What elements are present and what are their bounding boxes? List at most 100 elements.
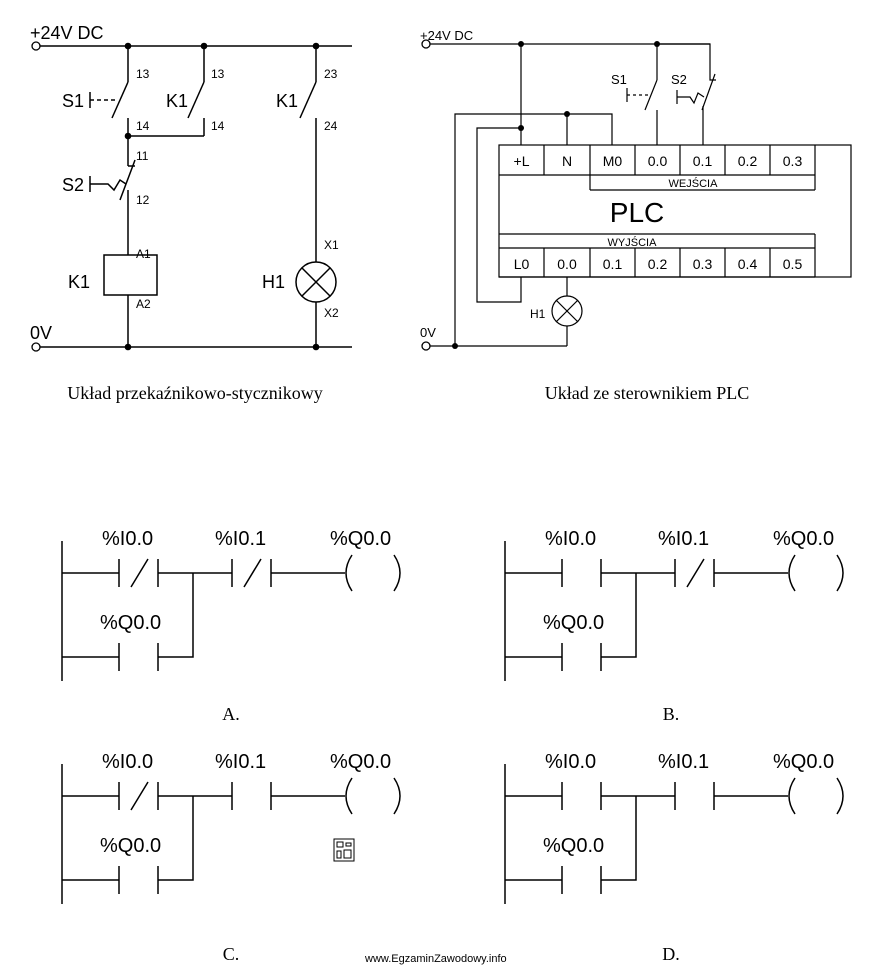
holding-contact xyxy=(118,643,159,671)
k1-lamp-contact xyxy=(299,81,317,119)
k1-coil xyxy=(103,254,158,296)
k1-coil-label: K1 xyxy=(68,272,90,292)
plc-output-terminal: L0 xyxy=(514,256,530,272)
plc-output-terminal: 0.5 xyxy=(783,256,803,272)
terminal-label: 13 xyxy=(211,67,225,81)
holding-contact xyxy=(561,866,602,894)
terminal-label: 11 xyxy=(136,149,149,163)
contact-2-label: %I0.1 xyxy=(658,751,709,773)
k1-holding-label: K1 xyxy=(166,91,188,111)
contact-2 xyxy=(674,782,715,810)
coil-label: %Q0.0 xyxy=(330,528,391,550)
h1-label: H1 xyxy=(262,272,285,292)
terminal-label: 12 xyxy=(136,193,150,207)
option-letter: D. xyxy=(662,944,680,964)
contact-2 xyxy=(674,558,715,588)
contact-1-label: %I0.0 xyxy=(545,751,596,773)
contact-2 xyxy=(231,558,272,588)
holding-label: %Q0.0 xyxy=(100,612,161,634)
terminal-label: 24 xyxy=(324,119,338,133)
contact-1-label: %I0.0 xyxy=(102,528,153,550)
holding-label: %Q0.0 xyxy=(100,835,161,857)
contact-1 xyxy=(118,558,159,588)
output-coil xyxy=(345,554,401,592)
plc-s1-label: S1 xyxy=(611,72,627,87)
s2-contact xyxy=(119,159,136,201)
output-coil xyxy=(788,554,844,592)
terminal-label: A2 xyxy=(136,297,151,311)
relay-ground-label: 0V xyxy=(30,323,52,343)
contact-2 xyxy=(231,782,272,810)
plc-input-terminal: 0.2 xyxy=(738,153,758,169)
option-letter: C. xyxy=(223,944,240,964)
ground-terminal xyxy=(31,342,41,352)
plc-h1-label: H1 xyxy=(530,307,546,321)
plc-output-terminal: 0.2 xyxy=(648,256,668,272)
plc-s2-label: S2 xyxy=(671,72,687,87)
plc-caption: Układ ze sterownikiem PLC xyxy=(545,383,749,403)
contact-1-label: %I0.0 xyxy=(102,751,153,773)
supply-terminal xyxy=(31,41,41,51)
k1-lamp-contact-label: K1 xyxy=(276,91,298,111)
coil-label: %Q0.0 xyxy=(330,751,391,773)
holding-label: %Q0.0 xyxy=(543,612,604,634)
coil-label: %Q0.0 xyxy=(773,528,834,550)
ladder-option: %I0.0 %I0.1 %Q0.0 %Q0.0C. xyxy=(61,751,401,964)
contact-2-label: %I0.1 xyxy=(215,751,266,773)
relay-supply-label: +24V DC xyxy=(30,23,104,43)
plc-title: PLC xyxy=(610,197,664,228)
ladder-option: %I0.0 %I0.1 %Q0.0 %Q0.0A. xyxy=(61,528,401,724)
option-letter: B. xyxy=(663,704,680,724)
plc-output-terminal: 0.0 xyxy=(557,256,577,272)
s1-contact xyxy=(111,81,129,119)
plc-input-terminal: 0.1 xyxy=(693,153,713,169)
holding-label: %Q0.0 xyxy=(543,835,604,857)
plc-output-terminal: 0.1 xyxy=(603,256,623,272)
plc-output-terminal: 0.4 xyxy=(738,256,758,272)
relay-caption: Układ przekaźnikowo-stycznikowy xyxy=(67,383,322,403)
plc-circuit: +24V DC 0V S1 S2 H1 PLC WEJŚCIA WYJŚCIA … xyxy=(420,28,852,403)
plc-input-terminal: 0.3 xyxy=(783,153,803,169)
holding-contact xyxy=(561,643,602,671)
plc-s2-contact xyxy=(701,73,716,111)
terminal-label: X1 xyxy=(324,238,339,252)
relay-circuit: +24V DC 0V S1 K1 K1 S2 K1 H1 13 14 13 14… xyxy=(30,23,352,403)
terminal-label: 14 xyxy=(211,119,225,133)
coil-label: %Q0.0 xyxy=(773,751,834,773)
terminal-label: 23 xyxy=(324,67,338,81)
output-coil xyxy=(345,777,401,815)
holding-contact xyxy=(118,866,159,894)
terminal-label: 13 xyxy=(136,67,150,81)
s2-label: S2 xyxy=(62,175,84,195)
plc-input-terminal: M0 xyxy=(603,153,623,169)
contact-2-label: %I0.1 xyxy=(658,528,709,550)
plc-input-terminal: N xyxy=(562,153,572,169)
contact-2-label: %I0.1 xyxy=(215,528,266,550)
plc-output-terminal: 0.3 xyxy=(693,256,713,272)
terminal-label: A1 xyxy=(136,247,151,261)
contact-1 xyxy=(118,781,159,811)
s1-label: S1 xyxy=(62,91,84,111)
watermark: www.EgzaminZawodowy.info xyxy=(364,953,507,965)
plc-supply-label: +24V DC xyxy=(420,28,473,43)
terminal-label: 14 xyxy=(136,119,150,133)
contact-1 xyxy=(561,559,602,587)
outputs-label: WYJŚCIA xyxy=(608,236,658,249)
plc-input-terminal: 0.0 xyxy=(648,153,668,169)
plc-ground-label: 0V xyxy=(420,325,436,340)
output-coil xyxy=(788,777,844,815)
option-letter: A. xyxy=(222,704,240,724)
plc-s1-contact xyxy=(644,79,658,111)
inputs-label: WEJŚCIA xyxy=(669,177,719,190)
ladder-options: %I0.0%I0.1%Q0.0%Q0.0A.%I0.0%I0.1%Q0.0%Q0… xyxy=(61,528,844,964)
ladder-option: %I0.0 %I0.1 %Q0.0 %Q0.0D. xyxy=(504,751,844,964)
contact-1-label: %I0.0 xyxy=(545,528,596,550)
terminal-label: X2 xyxy=(324,306,339,320)
contact-1 xyxy=(561,782,602,810)
ladder-option: %I0.0 %I0.1 %Q0.0 %Q0.0B. xyxy=(504,528,844,724)
plc-ground-terminal xyxy=(421,341,431,351)
k1-holding-contact xyxy=(187,81,205,119)
plc-input-terminal: +L xyxy=(514,153,530,169)
qr-mark xyxy=(333,838,355,862)
